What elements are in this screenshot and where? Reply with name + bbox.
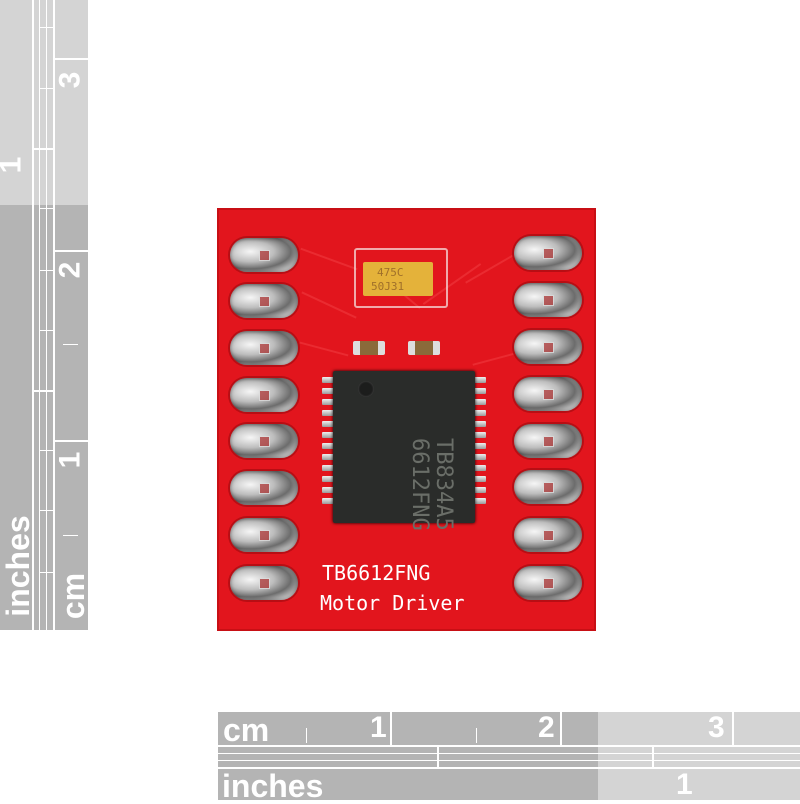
- left-ruler: 1 3 2 1 inches cm: [0, 0, 92, 630]
- left-cm-label-3: 3: [53, 71, 87, 89]
- pad: [230, 566, 298, 600]
- left-cm-label-2: 2: [53, 261, 87, 279]
- smd-capacitor: [353, 341, 385, 355]
- bottom-cm-tick-3: 3: [708, 711, 725, 744]
- bottom-cm-tick-2: 2: [538, 711, 555, 744]
- silkscreen-description: Motor Driver: [320, 591, 465, 615]
- pad: [514, 283, 582, 317]
- capacitor-outline: [354, 248, 448, 308]
- left-inches-label: inches: [0, 515, 36, 617]
- ic-marking-1: TB834A5: [431, 437, 456, 531]
- bottom-ruler: cm 1 2 3 inches 1: [218, 711, 800, 804]
- pin1-dot-icon: [358, 381, 374, 397]
- pad: [514, 330, 582, 364]
- pad: [514, 518, 582, 552]
- capacitor-marking-1: 475C: [377, 266, 404, 279]
- ic-marking: TB834A5 6612FNG: [383, 385, 479, 531]
- pad: [514, 566, 582, 600]
- pad: [230, 284, 298, 318]
- left-cm-label-1: 1: [53, 451, 87, 469]
- bottom-inch-tick-1: 1: [676, 768, 693, 801]
- pad: [514, 470, 582, 504]
- pad: [230, 331, 298, 365]
- tantalum-capacitor: 475C 50J31: [363, 262, 433, 296]
- tb6612fng-chip: TB834A5 6612FNG: [333, 371, 475, 531]
- pad: [230, 471, 298, 505]
- capacitor-marking-2: 50J31: [371, 280, 405, 293]
- pad: [230, 518, 298, 552]
- silkscreen-part-number: TB6612FNG: [322, 561, 431, 585]
- pad: [230, 238, 298, 272]
- left-inch-label-1: 1: [0, 157, 27, 174]
- smd-capacitor: [408, 341, 440, 355]
- pad: [514, 424, 582, 458]
- bottom-inches-label: inches: [222, 768, 324, 804]
- pad: [230, 378, 298, 412]
- left-cm-label: cm: [55, 572, 92, 620]
- bottom-cm-tick-1: 1: [370, 711, 387, 744]
- ic-marking-2: 6612FNG: [407, 437, 432, 531]
- pad: [514, 377, 582, 411]
- pad: [514, 236, 582, 270]
- pad: [230, 424, 298, 458]
- bottom-cm-label: cm: [223, 712, 270, 748]
